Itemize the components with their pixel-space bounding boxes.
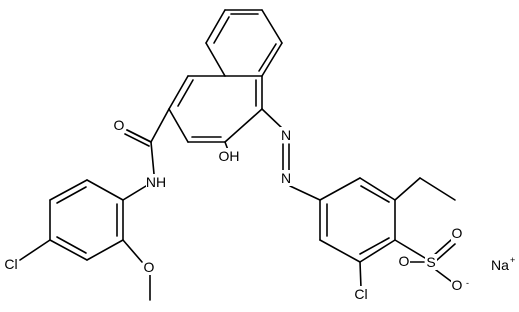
amide-nh-label: NH — [146, 174, 166, 190]
bond-line — [394, 177, 421, 201]
bond-line — [360, 185, 390, 203]
label-bg — [220, 148, 240, 164]
carbonyl-oxygen-label: O — [114, 117, 125, 133]
label-bg — [398, 253, 410, 269]
bond-line — [261, 9, 283, 44]
label-bg — [3, 256, 19, 272]
label-bg — [451, 277, 463, 293]
bond-line — [359, 177, 396, 201]
bond-line — [124, 133, 150, 147]
bond-line — [213, 16, 230, 44]
bond-line — [122, 185, 147, 201]
sulfonyl-oxygen-top-label: O — [452, 225, 463, 241]
bond-line — [150, 141, 155, 175]
bond-line — [205, 9, 226, 44]
label-bg — [113, 117, 125, 133]
bond-line — [289, 185, 321, 201]
bond-line — [126, 129, 152, 143]
bond-line — [261, 42, 283, 77]
sulfonyl-oxygen-bottom-label: O — [452, 277, 463, 293]
bond-line — [258, 43, 277, 72]
sodium-charge: + — [510, 255, 515, 265]
azo-nitrogen-1-label: N — [281, 127, 291, 143]
bond-line — [56, 236, 87, 254]
bond-line — [394, 239, 426, 259]
label-bg — [280, 127, 292, 143]
sulfonate-charge: - — [466, 278, 469, 288]
bond-line — [49, 179, 88, 201]
bond-line — [150, 108, 170, 143]
bond-line — [436, 243, 456, 261]
bond-line — [177, 79, 194, 107]
label-bg — [451, 225, 463, 241]
bond-line — [122, 239, 143, 263]
ring-chloro-label: Cl — [354, 286, 367, 302]
bond-line — [86, 239, 124, 261]
bond-line — [359, 261, 362, 289]
bond-line — [86, 179, 124, 201]
left-chloro-label: Cl — [4, 256, 17, 272]
label-bg — [146, 174, 166, 190]
bond-line — [168, 75, 189, 110]
sulfonyl-oxygen-left-label: O — [399, 253, 410, 269]
bond-line — [224, 108, 263, 143]
bond-line — [168, 108, 189, 143]
bond-line — [56, 186, 87, 204]
bond-line — [49, 239, 88, 261]
bond-line — [432, 239, 452, 257]
bond-line — [205, 42, 226, 77]
bond-line — [319, 177, 361, 201]
bond-layer — [19, 9, 456, 301]
bond-line — [435, 269, 453, 283]
hydroxyl-label: OH — [219, 148, 240, 164]
azo-nitrogen-2-label: N — [281, 170, 291, 186]
bond-line — [261, 108, 284, 130]
label-bg — [280, 170, 292, 186]
sodium-label: Na — [491, 257, 509, 273]
bond-line — [359, 237, 390, 255]
sulfur-label: S — [426, 254, 435, 270]
bond-line — [319, 239, 361, 263]
bond-line — [359, 239, 396, 263]
label-bg — [143, 259, 155, 275]
bond-line — [19, 239, 51, 261]
label-bg — [425, 254, 437, 270]
label-bg — [353, 286, 369, 302]
methoxy-oxygen-label: O — [144, 259, 155, 275]
bond-line — [419, 177, 456, 201]
atom-label-layer: O NH OH Cl O N N Cl S O O O - Na + — [3, 117, 515, 302]
